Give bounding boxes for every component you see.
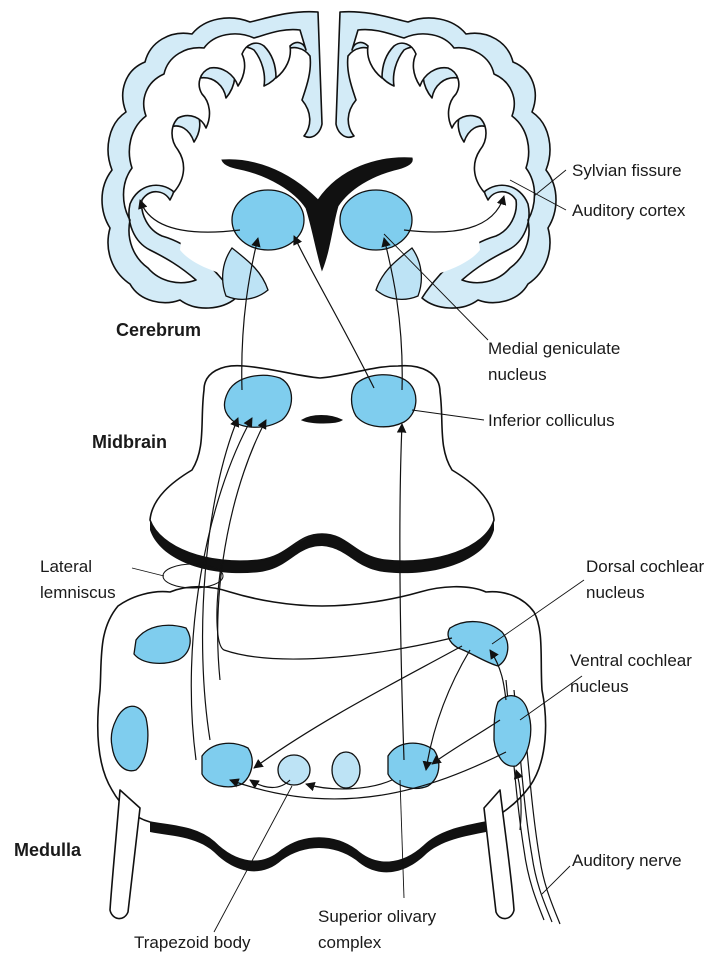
medial-olive-nucleus <box>332 752 360 788</box>
cerebrum-section <box>102 12 556 308</box>
label-medulla: Medulla <box>14 840 82 860</box>
left-descending-tract <box>110 790 140 919</box>
right-medial-geniculate-nucleus <box>340 190 412 250</box>
label-inferior-colliculus: Inferior colliculus <box>488 411 615 430</box>
label-superior-olivary-2: complex <box>318 933 382 952</box>
label-sylvian-fissure: Sylvian fissure <box>572 161 682 180</box>
midbrain-outline <box>150 366 494 561</box>
midbrain-section <box>150 366 494 573</box>
label-ventral-cochlear-2: nucleus <box>570 677 629 696</box>
label-auditory-nerve: Auditory nerve <box>572 851 682 870</box>
trapezoid-nucleus <box>278 755 310 785</box>
label-midbrain: Midbrain <box>92 432 167 452</box>
label-dorsal-cochlear-1: Dorsal cochlear <box>586 557 704 576</box>
label-trapezoid-body: Trapezoid body <box>134 933 251 952</box>
right-descending-tract <box>484 790 514 919</box>
label-lateral-lemniscus-2: lemniscus <box>40 583 116 602</box>
lateral-lemniscus-marker <box>163 564 223 588</box>
left-medial-geniculate-nucleus <box>232 190 304 250</box>
medulla-section <box>98 564 560 924</box>
label-medial-geniculate-1: Medial geniculate <box>488 339 620 358</box>
left-superior-olive <box>202 743 252 786</box>
label-superior-olivary-1: Superior olivary <box>318 907 437 926</box>
left-inferior-colliculus <box>225 375 292 427</box>
label-ventral-cochlear-1: Ventral cochlear <box>570 651 692 670</box>
label-cerebrum: Cerebrum <box>116 320 201 340</box>
label-lateral-lemniscus-1: Lateral <box>40 557 92 576</box>
right-superior-olivary-complex <box>388 743 439 788</box>
right-inferior-colliculus <box>352 375 416 427</box>
label-dorsal-cochlear-2: nucleus <box>586 583 645 602</box>
label-auditory-cortex: Auditory cortex <box>572 201 686 220</box>
leader-lateral-lemniscus <box>132 568 164 576</box>
label-medial-geniculate-2: nucleus <box>488 365 547 384</box>
leader-auditory-nerve <box>542 866 570 894</box>
